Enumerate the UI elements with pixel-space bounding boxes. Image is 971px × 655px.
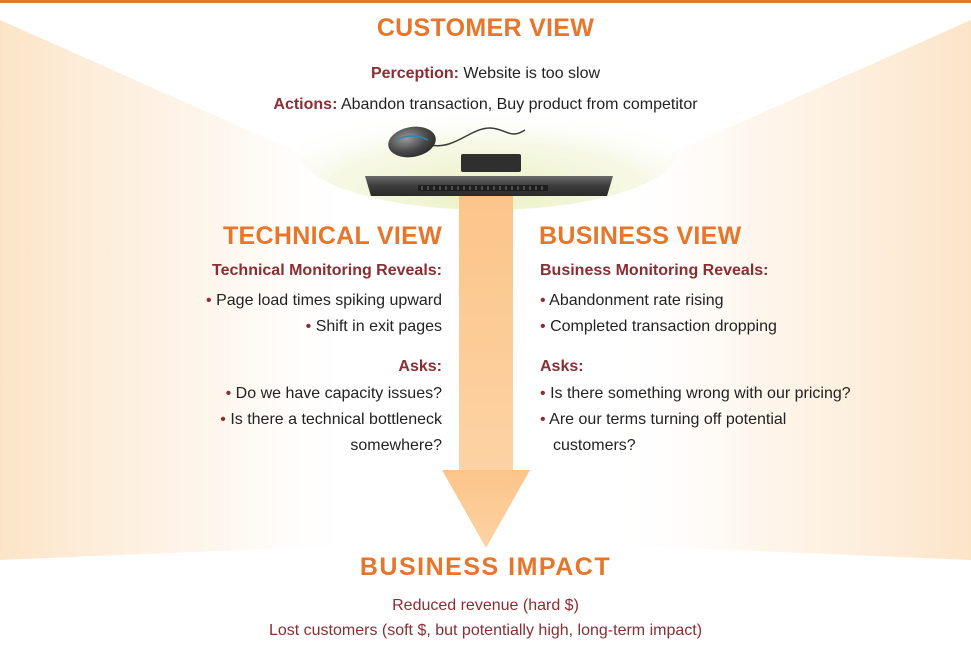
actions-line: Actions: Abandon transaction, Buy produc…: [0, 96, 971, 114]
actions-text: Abandon transaction, Buy product from co…: [337, 96, 698, 113]
down-arrow: [442, 188, 530, 548]
actions-label: Actions:: [273, 96, 338, 113]
business-reveal-item: • Completed transaction dropping: [540, 318, 777, 336]
bullet-dot: •: [540, 385, 546, 402]
business-ask-item: • Is there something wrong with our pric…: [540, 385, 851, 403]
technical-reveal-text: Page load times spiking upward: [216, 292, 442, 309]
customer-view-title: CUSTOMER VIEW: [376, 14, 595, 42]
technical-ask-item: • Do we have capacity issues?: [100, 385, 442, 403]
perception-line: Perception: Website is too slow: [0, 65, 971, 83]
business-ask-item: • Are our terms turning off potential: [540, 411, 786, 429]
computer-mouse-icon: [388, 126, 526, 158]
business-impact-line: Reduced revenue (hard $): [392, 597, 579, 614]
technical-view-title: TECHNICAL VIEW: [222, 222, 442, 250]
perception-label: Perception:: [370, 65, 459, 82]
technical-reveal-item: • Shift in exit pages: [100, 318, 442, 336]
bullet-dot: •: [540, 411, 546, 428]
business-reveal-text: Abandonment rate rising: [549, 292, 724, 309]
business-asks-heading: Asks:: [540, 358, 584, 375]
right-fan-wedge: [611, 20, 971, 560]
business-reveal-item: • Abandonment rate rising: [540, 292, 724, 310]
bullet-dot: •: [305, 318, 312, 335]
monitor-top-icon: [365, 154, 613, 196]
technical-asks-heading: Asks:: [398, 358, 442, 375]
technical-ask-item: • Is there a technical bottleneck: [100, 411, 442, 429]
technical-ask-text: Is there a technical bottleneck: [230, 411, 442, 428]
left-fan-wedge: [0, 20, 360, 560]
business-ask-text: Is there something wrong with our pricin…: [550, 385, 851, 402]
business-ask-continuation: customers?: [553, 437, 636, 454]
top-rule: [0, 0, 971, 3]
business-ask-text: Are our terms turning off potential: [549, 411, 787, 428]
technical-reveal-item: • Page load times spiking upward: [100, 292, 442, 310]
business-monitoring-heading: Business Monitoring Reveals:: [540, 262, 769, 279]
bullet-dot: •: [540, 318, 546, 335]
technical-reveal-text: Shift in exit pages: [315, 318, 442, 335]
business-view-title: BUSINESS VIEW: [539, 222, 742, 250]
business-impact-line: Lost customers (soft $, but potentially …: [268, 622, 703, 639]
business-reveal-text: Completed transaction dropping: [550, 318, 777, 335]
technical-ask-continuation: somewhere?: [350, 437, 442, 454]
technical-monitoring-heading: Technical Monitoring Reveals:: [212, 262, 442, 279]
bullet-dot: •: [540, 292, 546, 309]
bullet-dot: •: [206, 292, 212, 309]
business-impact-title: BUSINESS IMPACT: [359, 553, 612, 581]
bullet-dot: •: [220, 411, 226, 428]
technical-ask-text: Do we have capacity issues?: [235, 385, 442, 402]
bullet-dot: •: [225, 385, 232, 402]
perception-text: Website is too slow: [458, 65, 601, 82]
